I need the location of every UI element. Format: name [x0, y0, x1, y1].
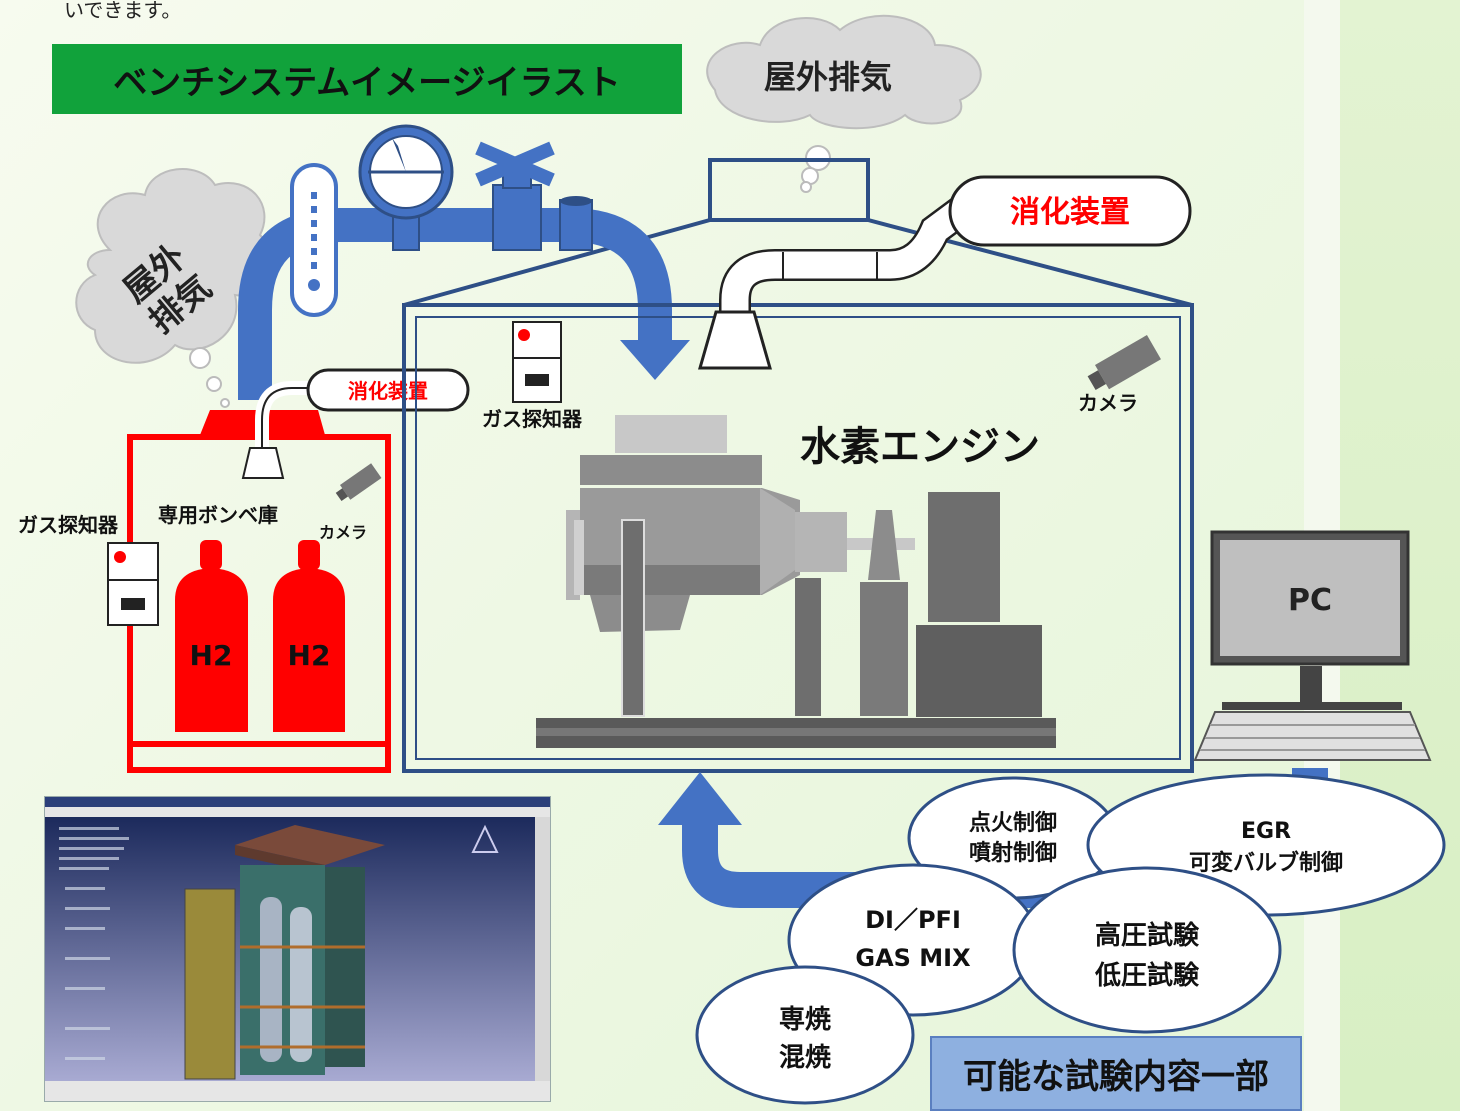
h2-label-1: H2 [190, 639, 233, 672]
test-item-5-line2: 混焼 [779, 1043, 831, 1073]
bombe-camera-icon [335, 463, 382, 502]
engine-title: 水素エンジン [800, 424, 1040, 470]
engine-camera-icon [1087, 335, 1161, 391]
bombe-extinguisher: 消化装置 [241, 368, 470, 479]
engine-camera-label: カメラ [1078, 391, 1138, 415]
bombe-gas-detector-label: ガス探知器 [18, 513, 119, 537]
h2-cylinder-1 [175, 540, 248, 732]
test-item-1-line1: 点火制御 [969, 810, 1057, 836]
page-title: ベンチシステムイメージイラスト [52, 44, 682, 114]
test-item-3-line1: DI／PFI [865, 906, 961, 934]
hydrogen-engine-illustration [536, 415, 1056, 748]
test-item-3-line2: GAS MIX [855, 944, 971, 972]
bombe-camera-label: カメラ [319, 523, 367, 542]
pc-label: PC [1288, 583, 1332, 618]
top-exhaust-label: 屋外排気 [764, 58, 892, 96]
test-item-2-line2: 可変バルブ制御 [1189, 850, 1343, 876]
pc-workstation: PC [1193, 530, 1432, 761]
test-item-1-line2: 噴射制御 [969, 840, 1057, 866]
h2-label-2: H2 [288, 639, 331, 672]
test-item-pressure: 高圧試験 低圧試験 [1012, 866, 1282, 1034]
test-item-4-line2: 低圧試験 [1094, 960, 1200, 991]
test-items: 点火制御 噴射制御 EGR 可変バルブ制御 DI／PFI GAS MIX 高圧試… [695, 773, 1446, 1105]
test-item-ignition: 点火制御 噴射制御 [907, 776, 1119, 900]
engine-gas-detector-label: ガス探知器 [482, 407, 583, 431]
bombe-extinguisher-label: 消化装置 [348, 379, 428, 403]
h2-cylinder-2 [273, 540, 345, 732]
top-exhaust-cloud: 屋外排気 [706, 14, 982, 193]
tests-caption: 可能な試験内容一部 [930, 1036, 1302, 1111]
top-text-fragment: いできます。 [64, 0, 182, 22]
cad-model-screenshot [44, 796, 551, 1102]
test-item-4-line1: 高圧試験 [1095, 920, 1200, 951]
test-item-5-line1: 専焼 [779, 1005, 831, 1035]
bombe-room-label: 専用ボンベ庫 [158, 503, 278, 527]
engine-extinguisher-label: 消化装置 [1010, 195, 1130, 230]
test-item-combustion: 専焼 混焼 [695, 965, 915, 1105]
engine-extinguisher: 消化装置 [698, 175, 1192, 370]
engine-room: 水素エンジン [402, 303, 1194, 773]
engine-room-hood [403, 158, 1193, 307]
gas-supply-pipe [238, 124, 690, 400]
engine-gas-detector: ガス探知器 [482, 321, 583, 431]
test-item-2-line1: EGR [1241, 819, 1291, 844]
bombe-gas-detector: ガス探知器 [18, 513, 159, 626]
